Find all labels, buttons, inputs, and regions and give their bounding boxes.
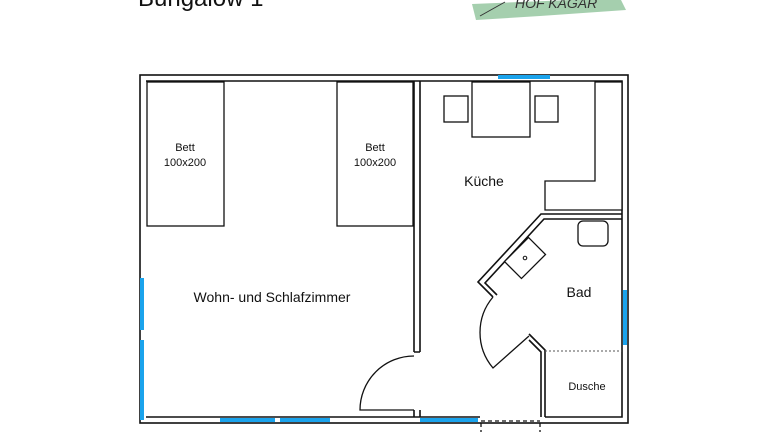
- toilet: [577, 220, 609, 247]
- bed-1-size: 100x200: [164, 157, 206, 169]
- kitchen-counter: [544, 81, 623, 211]
- room-label-living: Wohn- und Schlafzimmer: [194, 289, 351, 305]
- bed-2-label: Bett: [365, 142, 385, 154]
- entrance-door[interactable]: [480, 420, 541, 432]
- room-label-shower: Dusche: [568, 381, 605, 393]
- bath-door[interactable]: [479, 296, 530, 369]
- chair-right: [534, 95, 559, 123]
- room-label-bath: Bad: [567, 284, 592, 300]
- inner-wall: [146, 80, 623, 418]
- logo-text: HOF KAGAR: [515, 0, 597, 11]
- bed-1-label: Bett: [175, 142, 195, 154]
- bed-2-size: 100x200: [354, 157, 396, 169]
- room-label-kitchen: Küche: [464, 173, 504, 189]
- interior-wall: [413, 81, 421, 353]
- chair-left: [443, 95, 469, 123]
- living-door[interactable]: [359, 355, 415, 411]
- bed-1: [146, 81, 225, 227]
- bath-wall: [476, 213, 622, 298]
- plan-title: Bungalow 1: [138, 0, 263, 12]
- sink: [503, 236, 547, 280]
- logo: HOF KAGAR: [472, 0, 626, 20]
- outer-wall: [139, 74, 629, 424]
- bed-2: [336, 81, 414, 227]
- dining-table: [471, 81, 531, 138]
